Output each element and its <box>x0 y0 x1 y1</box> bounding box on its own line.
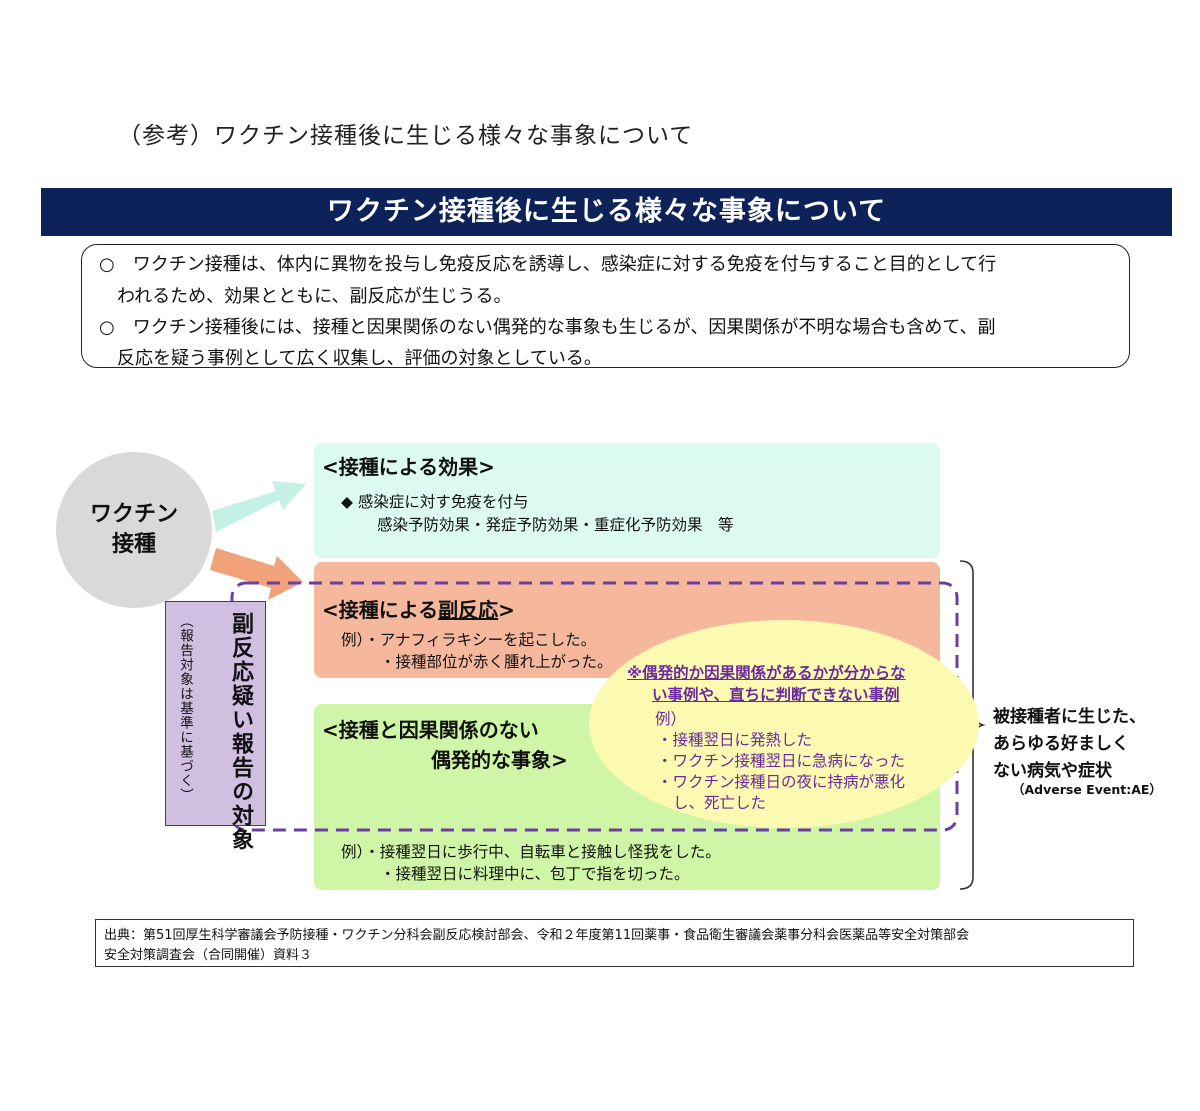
report-target-box <box>165 601 266 826</box>
effect-line-2: 感染予防効果・発症予防効果・重症化予防効果 等 <box>377 516 734 534</box>
side-reaction-title-prefix: <接種による <box>322 598 439 622</box>
intro-line-2: われるため、効果とともに、副反応が生じうる。 <box>117 286 512 307</box>
source-line-1: 出典：第51回厚生科学審議会予防接種・ワクチン分科会副反応検討部会、令和２年度第… <box>104 928 970 943</box>
coincidental-title-line-1: <接種と因果関係のない <box>322 718 539 742</box>
ae-line-1: 被接種者に生じた、 <box>993 707 1146 727</box>
unclear-note-line-1: ※偶発的か因果関係があるかが分からな <box>627 664 906 682</box>
side-reaction-title-emphasis: 副反応 <box>438 598 499 622</box>
vaccine-label-line-2: 接種 <box>111 532 156 557</box>
ae-line-3: ない病気や症状 <box>993 761 1112 781</box>
source-line-2: 安全対策調査会（合同開催）資料３ <box>104 948 313 963</box>
intro-line-4: 反応を疑う事例として広く収集し、評価の対象としている。 <box>117 348 602 369</box>
side-reaction-example-2: ・接種部位が赤く腫れ上がった。 <box>380 653 613 671</box>
title-banner <box>41 188 1172 236</box>
side-reaction-title: <接種による副反応> <box>322 594 515 623</box>
intro-line-3: ○ ワクチン接種後には、接種と因果関係のない偶発的な事象も生じるが、因果関係が不… <box>99 317 996 338</box>
banner-title: ワクチン接種後に生じる様々な事象について <box>326 196 887 227</box>
effect-title: <接種による効果> <box>322 455 495 479</box>
vaccine-label-line-1: ワクチン <box>89 502 178 527</box>
unclear-cases-ellipse <box>589 620 979 828</box>
unclear-example-label: 例） <box>655 710 687 728</box>
effect-arrow <box>212 481 306 532</box>
side-reaction-arrow <box>210 548 303 600</box>
side-reaction-title-suffix: > <box>498 598 515 622</box>
unclear-example-4: し、死亡した <box>673 794 767 812</box>
unclear-example-1: ・接種翌日に発熱した <box>657 731 813 749</box>
source-box <box>95 919 1134 967</box>
unclear-note-line-2: い事例や、直ちに判断できない事例 <box>652 686 900 704</box>
report-criteria-note: （報告対象は基準に基づく） <box>177 614 193 803</box>
adverse-event-term: （Adverse Event:AE） <box>1012 782 1162 797</box>
coincidental-title-line-2: 偶発的な事象> <box>431 748 568 772</box>
vaccine-label: ワクチン 接種 <box>56 500 212 560</box>
vaccine-circle <box>56 452 212 608</box>
report-target-label: 副反応疑い報告の対象 <box>228 612 253 852</box>
intro-line-1: ○ ワクチン接種は、体内に異物を投与し免疫反応を誘導し、感染症に対する免疫を付与… <box>99 254 997 275</box>
unclear-example-2: ・ワクチン接種翌日に急病になった <box>657 752 906 770</box>
ae-bracket <box>959 560 986 890</box>
effect-line-1: ◆ 感染症に対す免疫を付与 <box>341 493 529 511</box>
coincidental-example-2: ・接種翌日に料理中に、包丁で指を切った。 <box>380 865 690 883</box>
unclear-example-3: ・ワクチン接種日の夜に持病が悪化 <box>657 773 906 791</box>
side-reaction-example-1: 例）・アナフィラキシーを起こした。 <box>341 631 597 649</box>
coincidental-example-1: 例）・接種翌日に歩行中、自転車と接触し怪我をした。 <box>341 843 721 861</box>
adverse-event-description: 被接種者に生じた、 あらゆる好ましく ない病気や症状 <box>993 704 1183 785</box>
ae-line-2: あらゆる好ましく <box>993 734 1129 754</box>
effect-box <box>314 443 940 558</box>
intro-box <box>81 244 1130 368</box>
reference-title: （参考）ワクチン接種後に生じる様々な事象について <box>118 123 694 149</box>
